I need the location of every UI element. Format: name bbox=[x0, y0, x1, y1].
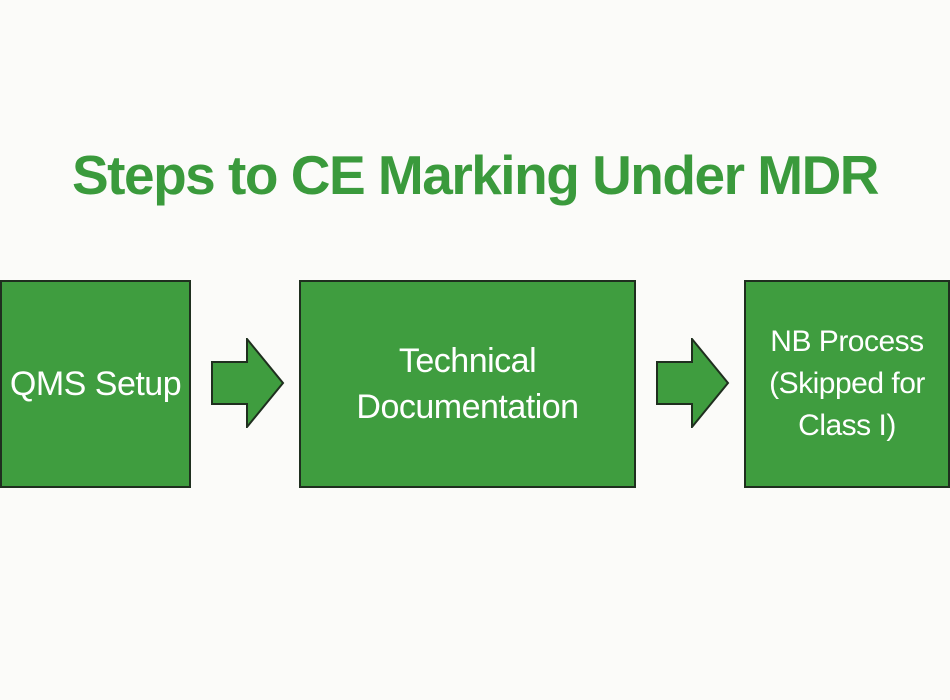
step-label: NB Process bbox=[770, 325, 924, 358]
step-label: Technical bbox=[398, 342, 537, 380]
step-label: Documentation bbox=[356, 388, 579, 426]
step-label: (Skipped for bbox=[769, 367, 925, 400]
step-box-qms-setup: QMS Setup bbox=[0, 280, 191, 488]
right-arrow-icon bbox=[656, 338, 730, 428]
right-arrow-icon bbox=[211, 338, 285, 428]
step-box-technical-documentation: Technical Documentation bbox=[299, 280, 636, 488]
diagram-title: Steps to CE Marking Under MDR bbox=[71, 144, 880, 206]
step-box-nb-process: NB Process (Skipped for Class I) bbox=[744, 280, 950, 488]
step-label: Class I) bbox=[798, 409, 896, 442]
step-label: QMS Setup bbox=[9, 365, 182, 403]
